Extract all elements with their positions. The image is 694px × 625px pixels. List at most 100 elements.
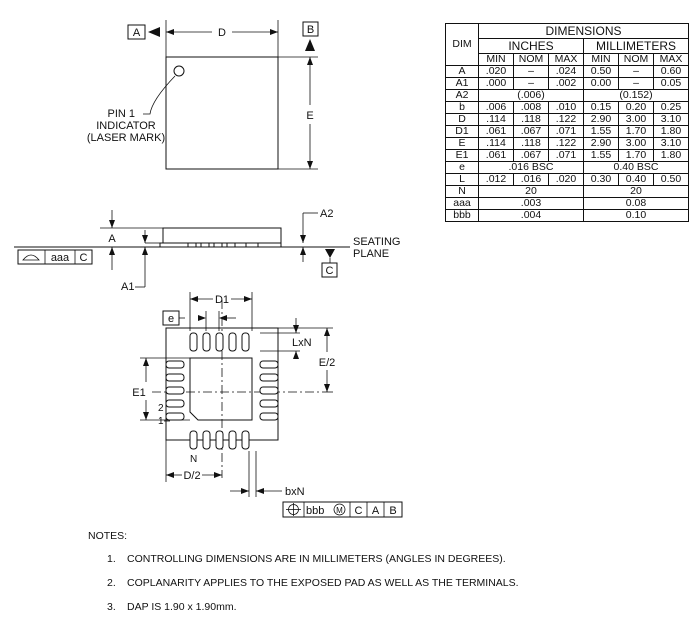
cell: –: [513, 77, 549, 90]
dim-e1-label: E1: [132, 387, 145, 399]
bbb-label: bbb: [306, 505, 324, 517]
cell: 1.80: [653, 149, 689, 162]
dim-bxn-label: bxN: [285, 486, 305, 498]
row-dim: e: [445, 161, 479, 174]
cell: 0.00: [583, 77, 619, 90]
note-number: 3.: [107, 601, 116, 613]
cell: .002: [548, 77, 584, 90]
table-row: aaa .003 0.08: [445, 197, 689, 210]
dim-d1-label: D1: [215, 294, 229, 306]
cell: 2.90: [583, 113, 619, 126]
cell: .061: [478, 125, 514, 138]
cell: (.006): [478, 89, 584, 102]
top-view: A D B PIN 1 INDICATOR (LASER MARK) E: [87, 20, 319, 170]
row-dim: E1: [445, 149, 479, 162]
cell: 0.20: [618, 101, 654, 114]
cell: .061: [478, 149, 514, 162]
dim-lxn-label: LxN: [292, 337, 312, 349]
cell: .016: [513, 173, 549, 186]
frame-c-label: C: [80, 252, 88, 264]
note-item: 2. COPLANARITY APPLIES TO THE EXPOSED PAD…: [107, 577, 519, 589]
datum-c-box: [321, 262, 338, 278]
note-text: COPLANARITY APPLIES TO THE EXPOSED PAD A…: [127, 577, 519, 589]
cell: 3.00: [618, 137, 654, 150]
cell: –: [513, 65, 549, 78]
sub-header: NOM: [618, 53, 654, 66]
cell: 20: [583, 185, 689, 198]
side-view: SEATING PLANE A A1 A2 C aaa C: [14, 208, 400, 293]
cell: .003: [478, 197, 584, 210]
dim-header: DIM: [445, 23, 479, 66]
cell: 1.55: [583, 149, 619, 162]
cell: 0.15: [583, 101, 619, 114]
mm-header: MILLIMETERS: [583, 38, 689, 54]
pin1-label-line3: (LASER MARK): [87, 132, 165, 144]
row-dim: A: [445, 65, 479, 78]
cell: .118: [513, 113, 549, 126]
dim-d-label: D: [218, 27, 226, 39]
datum-b-box: [302, 21, 319, 37]
seating-label-2: PLANE: [353, 248, 389, 260]
cell: 1.80: [653, 125, 689, 138]
cell: 3.00: [618, 113, 654, 126]
row-dim: b: [445, 101, 479, 114]
cell: 0.60: [653, 65, 689, 78]
row-dim: aaa: [445, 197, 479, 210]
seating-label-1: SEATING: [353, 236, 400, 248]
cell: 0.08: [583, 197, 689, 210]
table-row: L .012 .016 .020 0.30 0.40 0.50: [445, 173, 689, 186]
datum-c-label: C: [326, 265, 334, 277]
aaa-label: aaa: [51, 252, 70, 264]
table-row: E .114 .118 .122 2.90 3.00 3.10: [445, 137, 689, 150]
cell: 0.25: [653, 101, 689, 114]
cell: .071: [548, 149, 584, 162]
dim-a-label: A: [108, 233, 116, 245]
coplanarity-frame: [17, 249, 93, 265]
pin1-label-line1: PIN 1: [107, 108, 135, 120]
pin1-label-line2: INDICATOR: [96, 120, 156, 132]
dim-e-label: E: [306, 110, 313, 122]
cell: .004: [478, 209, 584, 222]
exposed-pad: [189, 357, 253, 421]
cell: 0.05: [653, 77, 689, 90]
frame2-b-label: B: [389, 505, 396, 517]
cell: .016 BSC: [478, 161, 584, 174]
cell: 1.55: [583, 125, 619, 138]
inches-header: INCHES: [478, 38, 584, 54]
cell: .071: [548, 125, 584, 138]
dim-d2-label: D/2: [183, 470, 200, 482]
note-item: 3.DAP IS 1.90 x 1.90mm.: [107, 601, 519, 613]
frame2-a-label: A: [372, 505, 380, 517]
bottom-view: D1 e LxN E/2 E1 2 1 N: [132, 292, 403, 518]
sub-header: NOM: [513, 53, 549, 66]
cell: .006: [478, 101, 514, 114]
row-dim: bbb: [445, 209, 479, 222]
cell: 0.50: [583, 65, 619, 78]
cell: –: [618, 65, 654, 78]
cell: .000: [478, 77, 514, 90]
datum-a-label: A: [133, 27, 141, 39]
cell: 20: [478, 185, 584, 198]
cell: –: [618, 77, 654, 90]
note-number: 2.: [107, 577, 116, 589]
package-body-top: [165, 56, 279, 170]
cell: 1.70: [618, 149, 654, 162]
pin-n-label: N: [190, 454, 197, 465]
row-dim: L: [445, 173, 479, 186]
sub-header: MIN: [583, 53, 619, 66]
cell: .020: [478, 65, 514, 78]
cell: .008: [513, 101, 549, 114]
cell: 0.40 BSC: [583, 161, 689, 174]
cell: .012: [478, 173, 514, 186]
datum-a-box: [127, 24, 146, 40]
cell: .122: [548, 113, 584, 126]
sub-header: MAX: [548, 53, 584, 66]
datum-b-label: B: [307, 24, 314, 36]
table-row: D .114 .118 .122 2.90 3.00 3.10: [445, 113, 689, 126]
frame2-c-label: C: [355, 505, 363, 517]
table-title: DIMENSIONS: [478, 23, 689, 39]
notes-section: NOTES: 1.CONTROLLING DIMENSIONS ARE IN M…: [88, 530, 519, 625]
row-dim: A1: [445, 77, 479, 90]
sub-header: MAX: [653, 53, 689, 66]
cell: .118: [513, 137, 549, 150]
